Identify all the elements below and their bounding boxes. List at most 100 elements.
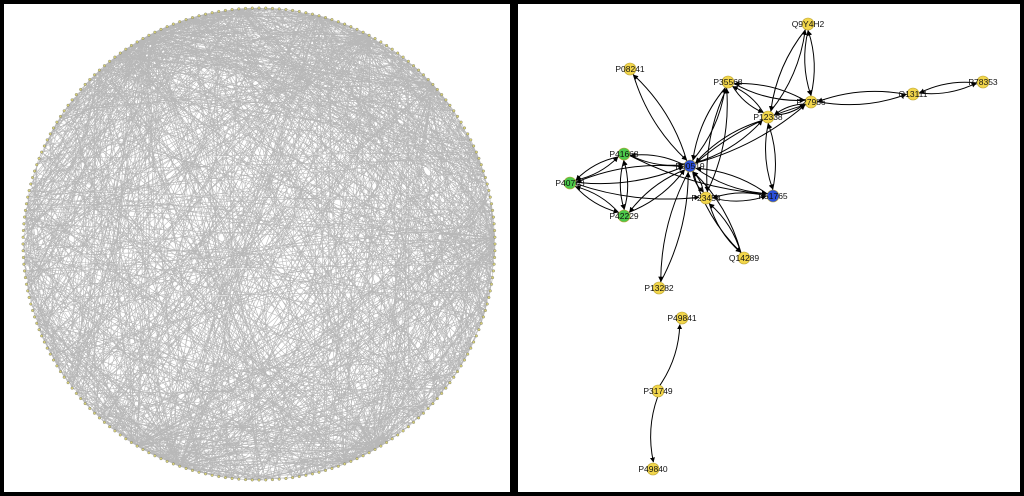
circle-node (463, 358, 466, 362)
circle-node (435, 88, 439, 91)
node-P23458[interactable]: P23458 (691, 191, 721, 205)
circle-node (324, 468, 327, 472)
node-P08241[interactable]: P08241 (615, 62, 645, 76)
node-P41668[interactable]: P41668 (609, 147, 639, 161)
circle-node (469, 138, 473, 142)
node-P78353[interactable]: P78353 (968, 75, 998, 89)
circle-node (479, 163, 483, 167)
circle-node (40, 334, 44, 338)
circle-node (271, 6, 274, 10)
node-P00519[interactable]: P00519 (675, 159, 705, 173)
node-P12338[interactable]: P12338 (753, 110, 783, 124)
circle-node (124, 437, 128, 441)
node-P13282[interactable]: P13282 (644, 281, 674, 295)
circle-node (401, 429, 405, 433)
edge-P35568-P27986 (733, 82, 805, 104)
circle-node (25, 202, 28, 206)
circle-node (492, 269, 495, 273)
circle-node (31, 176, 35, 179)
edge-Q13111-P27986 (817, 90, 908, 103)
circle-node (297, 10, 301, 13)
node-P49841[interactable]: P49841 (667, 311, 697, 325)
edge-P27986-P00519 (695, 104, 806, 164)
circle-node (474, 150, 478, 154)
node-label: Q14289 (729, 253, 760, 263)
circle-node (291, 8, 295, 12)
node-P49840[interactable]: P49840 (638, 462, 668, 476)
circle-node (493, 229, 497, 232)
circle-node (113, 429, 117, 433)
node-circle[interactable] (737, 251, 751, 265)
circle-node (361, 454, 365, 458)
node-circle[interactable] (675, 311, 689, 325)
edge-P12338-P35568 (732, 86, 764, 114)
circle-node (422, 411, 425, 415)
edge-P00519-P12338 (694, 120, 763, 164)
circle-node (184, 18, 188, 22)
circle-node (147, 33, 151, 37)
circle-node (448, 381, 452, 385)
circle-node (440, 391, 444, 395)
circle-node (93, 73, 96, 77)
circle-node (35, 321, 39, 325)
left-panel-circular-network (4, 4, 510, 492)
circle-node (343, 22, 347, 26)
node-label: P00519 (675, 161, 705, 171)
circle-node (113, 55, 117, 59)
node-label: P42229 (609, 211, 639, 221)
node-circle[interactable] (652, 281, 666, 295)
circle-node (284, 8, 288, 11)
circle-node (141, 448, 145, 451)
node-P27986[interactable]: P27986 (796, 95, 826, 109)
circle-node (481, 315, 485, 319)
node-circle[interactable] (906, 87, 920, 101)
node-P51765[interactable]: P51765 (758, 189, 788, 203)
node-circle[interactable] (699, 191, 713, 205)
node-circle[interactable] (617, 209, 631, 223)
node-circle[interactable] (801, 17, 815, 31)
circle-node (118, 433, 122, 437)
circle-node (97, 416, 101, 420)
circle-node (488, 289, 492, 293)
circle-edge-bundle (22, 7, 496, 481)
circle-node (27, 189, 31, 192)
circle-node (448, 103, 452, 107)
circle-node (379, 40, 383, 44)
node-P35568[interactable]: P35568 (713, 75, 743, 89)
circle-node (191, 16, 194, 20)
node-label: P49840 (638, 464, 668, 474)
node-circle[interactable] (976, 75, 990, 89)
circle-node (35, 163, 39, 167)
node-circle[interactable] (563, 176, 577, 190)
circle-node (237, 7, 241, 11)
node-circle[interactable] (683, 159, 697, 173)
node-P31749[interactable]: P31749 (643, 384, 673, 398)
node-circle[interactable] (721, 75, 735, 89)
node-P42229[interactable]: P42229 (609, 209, 639, 223)
circle-node (103, 420, 106, 424)
circle-node (396, 433, 400, 437)
node-circle[interactable] (766, 189, 780, 203)
circle-node (171, 462, 175, 466)
node-circle[interactable] (623, 62, 637, 76)
node-circle[interactable] (617, 147, 631, 161)
circle-node (62, 109, 66, 113)
circle-node (45, 138, 49, 142)
node-circle[interactable] (761, 110, 775, 124)
circular-network-graph (21, 6, 497, 482)
node-circle[interactable] (646, 462, 660, 476)
circle-node (21, 256, 25, 259)
node-circle[interactable] (804, 95, 818, 109)
circle-node (23, 215, 26, 219)
circle-node (490, 202, 493, 206)
node-P40763[interactable]: P40763 (555, 176, 585, 190)
node-label: P51765 (758, 191, 788, 201)
circle-node (472, 340, 476, 344)
node-Q13111[interactable]: Q13111 (899, 87, 928, 101)
node-circle[interactable] (651, 384, 665, 398)
node-Q14289[interactable]: Q14289 (729, 251, 760, 265)
node-Q9Y4H2[interactable]: Q9Y4H2 (792, 17, 825, 31)
circle-node (264, 478, 268, 482)
circle-node (284, 477, 288, 480)
circle-node (417, 416, 421, 420)
